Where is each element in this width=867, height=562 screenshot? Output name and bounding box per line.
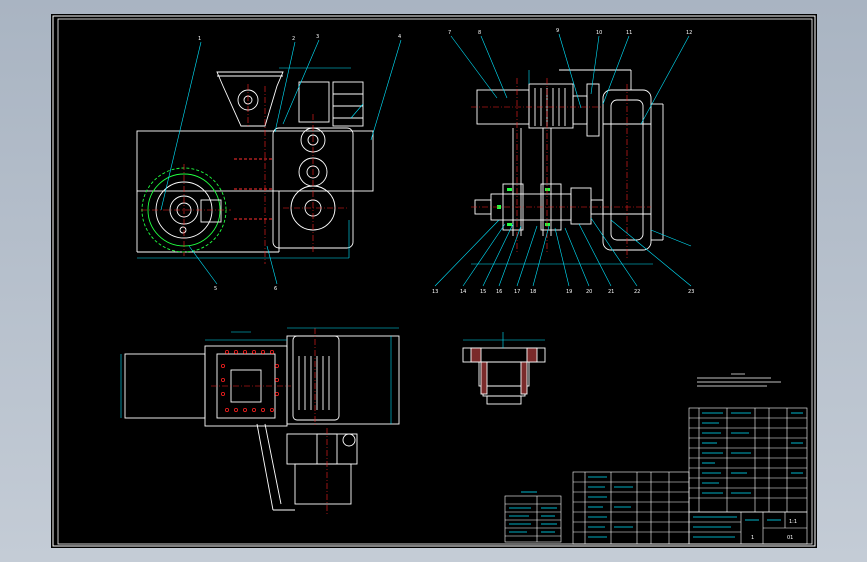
housing-body bbox=[136, 130, 374, 192]
svg-text:3: 3 bbox=[316, 34, 319, 40]
front-leaders bbox=[137, 39, 402, 285]
motor-box bbox=[332, 81, 364, 127]
drawing-sheet: 1 2 3 4 5 6 bbox=[51, 14, 817, 548]
outer-frame bbox=[52, 15, 816, 547]
svg-text:11: 11 bbox=[626, 30, 632, 36]
plan-hopper-body bbox=[124, 353, 206, 419]
side-centerlines bbox=[471, 78, 651, 258]
tech-table-marks bbox=[509, 491, 557, 533]
svg-text:1: 1 bbox=[198, 36, 201, 42]
svg-text:16: 16 bbox=[496, 289, 502, 295]
side-view bbox=[474, 69, 664, 251]
svg-text:23: 23 bbox=[688, 289, 694, 295]
svg-text:14: 14 bbox=[460, 289, 466, 295]
svg-text:18: 18 bbox=[530, 289, 536, 295]
svg-text:7: 7 bbox=[448, 30, 451, 36]
svg-text:4: 4 bbox=[398, 34, 401, 40]
parts-list-table bbox=[688, 407, 808, 513]
plan-bolt-holes bbox=[220, 349, 279, 412]
title-block bbox=[688, 511, 808, 545]
hopper bbox=[216, 71, 284, 127]
tech-spec-table bbox=[504, 495, 562, 543]
inner-frame bbox=[57, 18, 813, 545]
plan-motor bbox=[292, 335, 340, 421]
svg-text:17: 17 bbox=[514, 289, 520, 295]
parts-list-text-marks bbox=[702, 412, 803, 494]
svg-text:19: 19 bbox=[566, 289, 572, 295]
svg-text:8: 8 bbox=[478, 30, 481, 36]
plan-centerlines bbox=[211, 328, 328, 514]
svg-text:6: 6 bbox=[274, 286, 277, 292]
svg-text:21: 21 bbox=[608, 289, 614, 295]
side-labels: 7 8 9 10 11 12 13 14 15 16 17 18 19 20 2… bbox=[432, 28, 694, 295]
svg-text:22: 22 bbox=[634, 289, 640, 295]
title-scale: 1:1 bbox=[789, 519, 797, 525]
svg-text:20: 20 bbox=[586, 289, 592, 295]
svg-text:9: 9 bbox=[556, 28, 559, 34]
side-leaders bbox=[434, 33, 692, 287]
front-labels: 1 2 3 4 5 6 bbox=[198, 34, 401, 292]
svg-text:10: 10 bbox=[596, 30, 602, 36]
front-centerlines bbox=[141, 84, 347, 264]
svg-text:12: 12 bbox=[686, 30, 692, 36]
section-dims bbox=[463, 332, 545, 348]
lower-parts-table bbox=[572, 471, 690, 545]
drawing-canvas: 1 2 3 4 5 6 bbox=[52, 15, 816, 547]
technical-notes bbox=[697, 373, 781, 387]
top-view bbox=[124, 335, 400, 511]
plan-dimensions bbox=[120, 327, 399, 424]
svg-text:5: 5 bbox=[214, 286, 217, 292]
title-sheet: 1 bbox=[751, 535, 754, 541]
title-block-marks bbox=[693, 516, 781, 538]
title-drawing-number: 01 bbox=[787, 535, 793, 541]
svg-text:13: 13 bbox=[432, 289, 438, 295]
lower-table-text-marks bbox=[588, 476, 633, 538]
svg-text:2: 2 bbox=[292, 36, 295, 42]
section-detail bbox=[462, 347, 546, 405]
svg-text:15: 15 bbox=[480, 289, 486, 295]
